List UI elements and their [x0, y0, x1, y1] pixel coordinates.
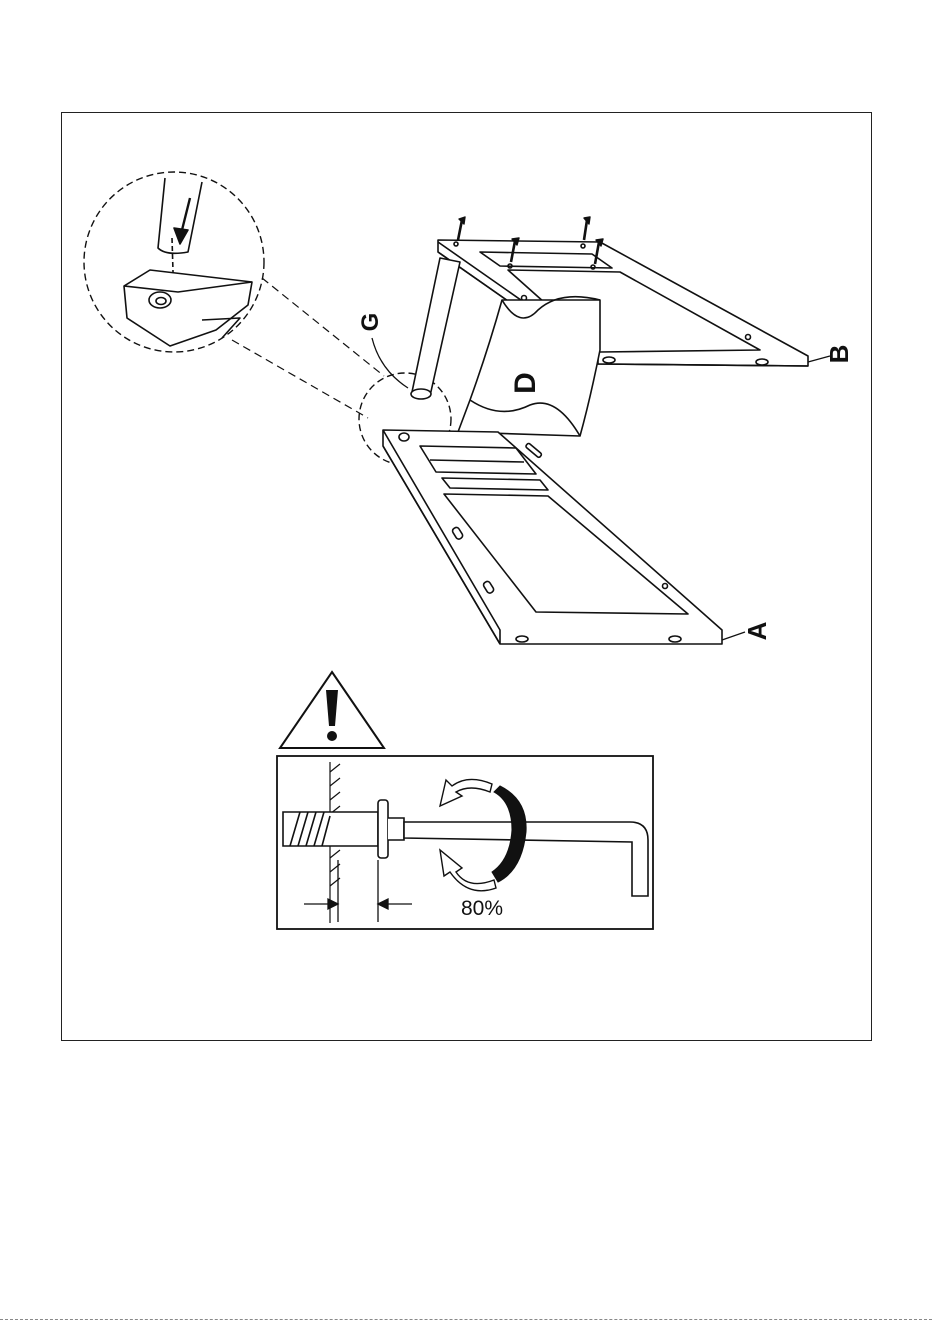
warning-triangle-icon: [280, 672, 384, 748]
label-part-d: D: [509, 372, 542, 394]
detail-magnifier: [84, 172, 264, 352]
label-part-b: B: [824, 345, 854, 364]
torque-instruction-panel: 80%: [277, 756, 653, 929]
frame-part-a: [383, 430, 722, 644]
torque-percent-label: 80%: [461, 897, 503, 920]
label-part-a: A: [742, 621, 772, 640]
post-part-g: [411, 258, 460, 399]
page-cut-line: [0, 1319, 932, 1320]
label-part-g: G: [357, 313, 384, 332]
screw-icon: [458, 217, 465, 240]
screw-icon: [584, 217, 590, 240]
panel-part-d: [458, 297, 600, 436]
